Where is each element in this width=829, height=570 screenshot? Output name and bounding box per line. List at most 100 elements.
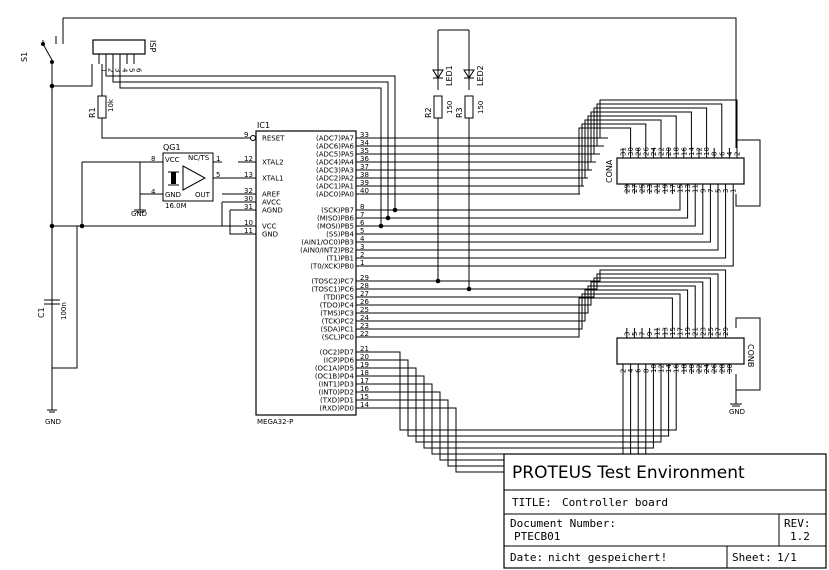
isp-pin-number: 5 — [128, 68, 136, 72]
conb-pin-number: 4 — [627, 368, 635, 373]
conb-pin-number: 29 — [722, 327, 730, 336]
sheet-value: 1/1 — [777, 551, 797, 564]
junction-dot — [49, 223, 55, 229]
switch-contact — [41, 42, 45, 46]
ic-pin-name: XTAL1 — [262, 175, 284, 183]
bus-wire-pc — [372, 273, 719, 328]
conb-pin-number: 14 — [665, 364, 673, 373]
cona-pin-number: 13 — [684, 184, 692, 193]
isp-gnd-wire — [52, 64, 93, 87]
ic-pin-name: (ICP)PD6 — [323, 357, 354, 365]
led1-ref: LED1 — [445, 65, 454, 86]
conb-side-wire — [735, 317, 761, 391]
bus-wire-pc — [372, 289, 689, 328]
ic-pin-number: 1 — [360, 259, 364, 267]
conb-pin-number: 24 — [703, 364, 711, 373]
bus-wire-pd — [372, 374, 647, 455]
cona-pin-number: 10 — [703, 147, 711, 156]
bus-wire-pc — [372, 285, 696, 328]
osc-pin4: 4 — [151, 188, 156, 196]
ic-pin-number: 24 — [360, 314, 369, 322]
ic-pin-name: AREF — [262, 191, 280, 199]
rev-value: 1.2 — [790, 530, 810, 543]
ic-pin-number: 7 — [360, 211, 364, 219]
cona-pin-number: 9 — [699, 189, 707, 193]
ic-pin-number: 5 — [360, 227, 364, 235]
ic-pin-number: 12 — [244, 155, 253, 163]
osc-pin1: 1 — [216, 155, 220, 163]
cona-side-wire — [735, 139, 761, 207]
ic-pin-number: 16 — [360, 385, 369, 393]
ic-pin-name: (ADC5)PA5 — [316, 151, 354, 159]
bus-wire-pa — [372, 119, 662, 179]
cona-pin-number: 29 — [623, 184, 631, 193]
ic-pin-number: 6 — [360, 219, 365, 227]
osc-out: OUT — [195, 191, 211, 199]
ic-pin-name: (ADC3)PA3 — [316, 167, 354, 175]
ic-pin-number: 23 — [360, 322, 369, 330]
cona-pin-number: 30 — [627, 147, 635, 156]
cona-pin-number: 15 — [677, 184, 685, 193]
ic-pin-name: (TDO)PC4 — [320, 302, 355, 310]
ic-pin-number: 37 — [360, 163, 369, 171]
junction-dot — [79, 223, 85, 229]
bus-wire-pb — [372, 194, 734, 267]
docnum-label: Document Number: — [510, 517, 616, 530]
reset-wire — [101, 118, 238, 139]
bus-wire-pc — [372, 293, 681, 330]
bus-wire-pb — [372, 194, 696, 227]
osc-pin8: 8 — [151, 155, 155, 163]
isp-header: ISP — [92, 39, 157, 55]
ic-pin-name: (AIN0/INT2)PB2 — [300, 247, 354, 255]
conb-pin-number: 22 — [696, 364, 704, 373]
title-block: PROTEUS Test Environment TITLE: Controll… — [503, 453, 827, 569]
junction-dot — [392, 207, 398, 213]
ic1-ref: IC1 — [257, 121, 270, 130]
conb-pin-number: 17 — [677, 327, 685, 336]
ic-pin-name: (MISO)PB6 — [317, 215, 355, 223]
conb-pin-number: 19 — [684, 327, 692, 336]
isp-miso — [112, 64, 389, 218]
osc-pin5: 5 — [216, 171, 220, 179]
conb-pin-number: 5 — [631, 332, 639, 336]
ic-pin-name: (TOSC1)PC6 — [311, 286, 354, 294]
junction-dot — [385, 215, 391, 221]
cona-pin-number: 18 — [673, 147, 681, 156]
ic-pin-name: (TMS)PC3 — [320, 310, 354, 318]
rev-label: REV: — [784, 517, 811, 530]
ic-pin-name: (ADC4)PA4 — [316, 159, 355, 167]
ic-pin-number: 31 — [244, 203, 253, 211]
isp-pin-number: 4 — [121, 68, 129, 73]
ic-pin-name: (TXD)PD1 — [320, 397, 354, 405]
ic-pin-number: 8 — [360, 203, 364, 211]
ic-pin-name: (AIN1/OC0)PB3 — [301, 239, 354, 247]
ic-pin-name: (SCL)PC0 — [322, 334, 354, 342]
bus-wire-pd — [372, 367, 662, 443]
ic-pin-name: (SS)PB4 — [326, 231, 354, 239]
conb-pin-number: 20 — [688, 364, 696, 373]
ic-pin-number: 32 — [244, 187, 253, 195]
switch-s1 — [42, 43, 53, 61]
date-label: Date: — [510, 551, 543, 564]
bus-wire-pd — [372, 374, 624, 473]
date-value: nicht gespeichert! — [548, 551, 667, 564]
bus-wire-pd — [372, 359, 670, 437]
conb-pin-number: 13 — [661, 327, 669, 336]
ic-pin-name: VCC — [262, 223, 277, 231]
ic-pin-number: 30 — [244, 195, 253, 203]
cona-pin-number: 12 — [696, 147, 704, 156]
bus-wire-pb — [372, 194, 727, 259]
ic-pin-number: 39 — [360, 179, 369, 187]
cona-pin-number: 11 — [692, 184, 700, 193]
connector-cona: CONA — [605, 157, 745, 185]
sheet-label: Sheet: — [732, 551, 772, 564]
bus-wire-pb — [372, 194, 681, 211]
led2-ref: LED2 — [476, 65, 485, 86]
bus-wire-pd — [372, 351, 677, 431]
ic1: IC1 MEGA32-P — [255, 121, 357, 426]
ic-pin-name: (ADC6)PA6 — [316, 143, 355, 151]
ic-pin-number: 20 — [360, 353, 369, 361]
resistor-r1 — [97, 95, 107, 119]
